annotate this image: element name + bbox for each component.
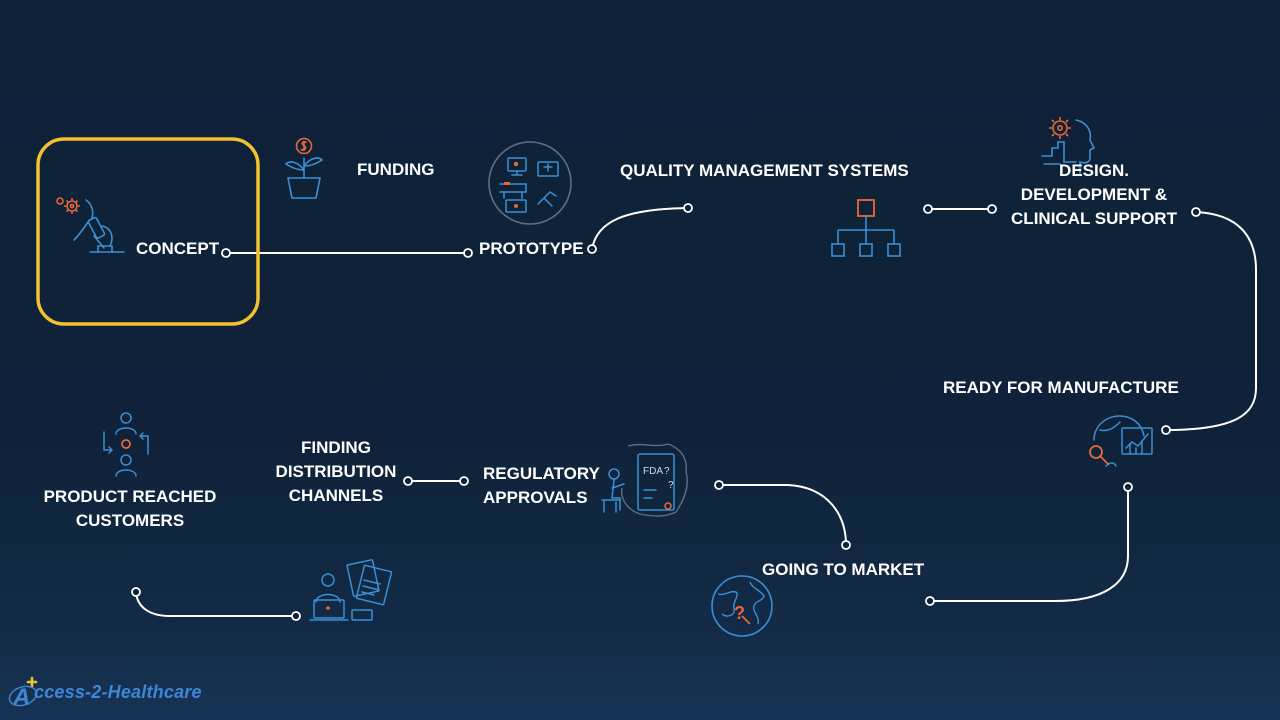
step-customers-label: PRODUCT REACHED CUSTOMERS	[40, 485, 220, 533]
node-manufacture-in	[1161, 425, 1171, 435]
step-design-label: DESIGN. DEVELOPMENT & CLINICAL SUPPORT	[1010, 159, 1178, 231]
node-concept	[221, 248, 231, 258]
node-market-in	[925, 596, 935, 606]
connector-market-regulatory	[718, 484, 847, 546]
step-distribution-line-3: CHANNELS	[288, 486, 384, 505]
brand-letter: A	[12, 684, 30, 710]
step-customers-line-1: PRODUCT REACHED	[43, 487, 217, 506]
step-regulatory-line-2: APPROVALS	[483, 488, 588, 507]
step-prototype-label: PROTOTYPE	[479, 239, 584, 258]
head-gear-icon	[1041, 117, 1096, 175]
step-distribution-line-1: FINDING	[301, 438, 371, 457]
connector-manufacture-market	[929, 486, 1129, 602]
step-regulatory-line-1: REGULATORY	[483, 464, 600, 483]
microscope-icon	[56, 197, 125, 253]
globe-question-icon: ?	[711, 575, 773, 637]
step-distribution-line-2: DISTRIBUTION	[275, 462, 397, 481]
node-distribution-out	[291, 611, 301, 621]
node-design-in	[987, 204, 997, 214]
plant-money-icon	[284, 137, 324, 199]
node-prototype-in	[463, 248, 473, 258]
market-question-mark: ?	[734, 603, 745, 623]
step-regulatory-label: REGULATORY APPROVALS	[483, 462, 600, 510]
step-customers-line-2: CUSTOMERS	[75, 511, 185, 530]
fda-label: FDA	[643, 466, 663, 477]
medical-equipment-icon	[488, 141, 572, 225]
node-customers-in	[131, 587, 141, 597]
step-design-line-2: DEVELOPMENT &	[1020, 185, 1168, 204]
node-design-out	[1191, 207, 1201, 217]
step-distribution-label: FINDING DISTRIBUTION CHANNELS	[270, 436, 402, 508]
node-regulatory-out	[459, 476, 469, 486]
step-manufacture-label: READY FOR MANUFACTURE	[943, 378, 1179, 397]
node-distribution-in	[403, 476, 413, 486]
concept-highlight-box	[36, 137, 260, 326]
step-design-line-3: CLINICAL SUPPORT	[1011, 209, 1177, 228]
footer-band	[0, 655, 1280, 720]
connector-design-manufacture	[1165, 211, 1257, 431]
connector-prototype-qms	[591, 207, 689, 250]
fda-document-icon: FDA ? ?	[601, 443, 688, 517]
person-laptop-icon	[309, 559, 393, 621]
brand-mark-icon: A	[8, 676, 38, 710]
node-qms-out	[923, 204, 933, 214]
step-market-label: GOING TO MARKET	[762, 560, 925, 579]
node-manufacture-out	[1123, 482, 1133, 492]
step-concept-label: CONCEPT	[136, 239, 220, 258]
globe-magnifier-icon	[1089, 415, 1153, 467]
node-qms-in	[683, 203, 693, 213]
brand-logo: A ccess-2-Healthcare	[8, 674, 202, 710]
org-chart-icon	[831, 199, 901, 257]
node-prototype-out	[587, 244, 597, 254]
people-exchange-icon	[103, 412, 149, 477]
fda-question-mark: ?	[664, 466, 670, 477]
brand-name: ccess-2-Healthcare	[34, 681, 202, 702]
node-regulatory-in	[714, 480, 724, 490]
step-qms-label: QUALITY MANAGEMENT SYSTEMS	[620, 161, 909, 180]
step-funding-label: FUNDING	[357, 160, 435, 179]
connector-distribution-customers	[135, 591, 297, 617]
node-market-out	[841, 540, 851, 550]
step-design-line-1: DESIGN.	[1059, 161, 1129, 180]
fda-question-mark-2: ?	[668, 480, 674, 491]
